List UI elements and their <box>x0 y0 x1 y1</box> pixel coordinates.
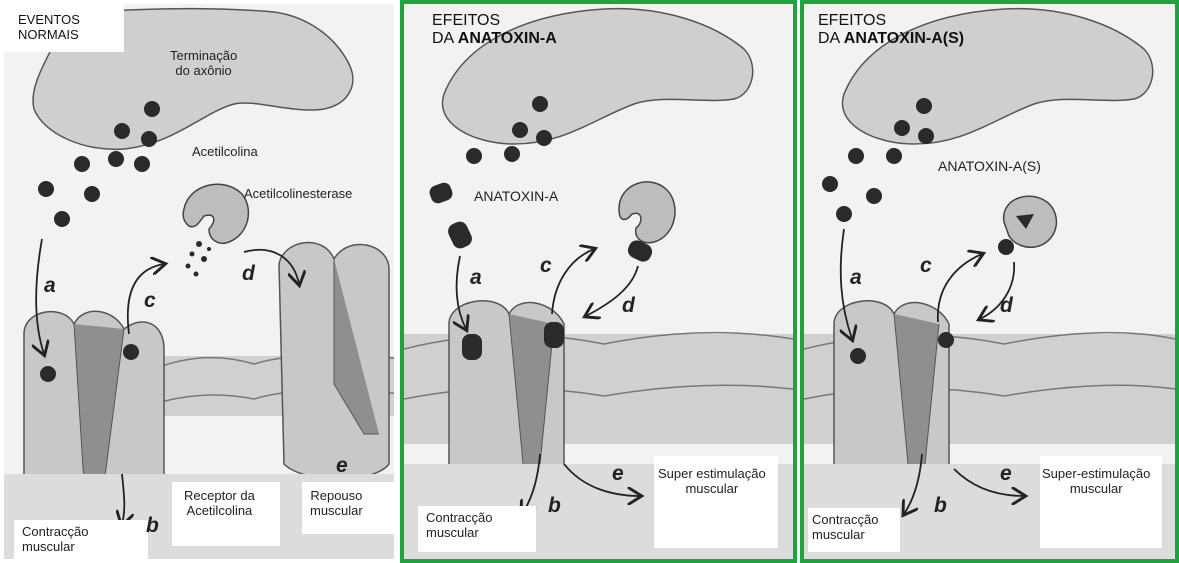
title-prefix: DA <box>818 30 844 47</box>
label-contraction: Contracção muscular <box>812 512 878 542</box>
bound-acetylcholine <box>938 332 954 348</box>
panel-title: EVENTOS NORMAIS <box>18 12 80 42</box>
acetylcholinesterase-enzyme <box>619 182 675 243</box>
label-axon-terminal: Terminação do axônio <box>170 48 237 78</box>
label-contraction: Contracção muscular <box>22 524 88 554</box>
step-letter-b: b <box>934 494 947 518</box>
bound-acetylcholine <box>123 344 139 360</box>
title-toxin-name: ANATOXIN-A(S) <box>844 30 964 47</box>
step-letter-a: a <box>470 266 482 290</box>
label-muscle-rest: Repouso muscular <box>310 488 363 518</box>
acetylcholine-fragments <box>186 241 212 277</box>
step-letter-e: e <box>1000 462 1012 486</box>
title-toxin-name: ANATOXIN-A <box>458 30 557 47</box>
step-letter-b: b <box>146 514 159 538</box>
label-super-stimulation: Super estimulação muscular <box>658 466 766 496</box>
panel-title: EFEITOS DA ANATOXIN-A(S) <box>818 12 964 48</box>
title-line-2: DA ANATOXIN-A(S) <box>818 30 964 48</box>
step-letter-c: c <box>144 289 156 313</box>
title-line-1: EFEITOS <box>432 12 557 30</box>
step-letter-d: d <box>1000 294 1013 318</box>
title-line-1: EFEITOS <box>818 12 964 30</box>
step-letter-d: d <box>622 294 635 318</box>
panel-anatoxin-a-s: EFEITOS DA ANATOXIN-A(S) ANATOXIN-A(S) S… <box>800 0 1179 563</box>
step-letter-b: b <box>548 494 561 518</box>
bound-acetylcholine <box>40 366 56 382</box>
step-letter-c: c <box>920 254 932 278</box>
acetylcholine-molecule <box>998 239 1014 255</box>
label-contraction: Contracção muscular <box>426 510 492 540</box>
step-letter-e: e <box>612 462 624 486</box>
label-anatoxin-a: ANATOXIN-A <box>474 189 558 204</box>
label-anatoxin-a-s: ANATOXIN-A(S) <box>938 159 1041 174</box>
step-letter-d: d <box>242 262 255 286</box>
panel-title: EFEITOS DA ANATOXIN-A <box>432 12 557 48</box>
label-acetylcholine: Acetilcolina <box>192 144 258 159</box>
label-acetylcholinesterase: Acetilcolinesterase <box>244 186 352 201</box>
panel-anatoxin-a: EFEITOS DA ANATOXIN-A ANATOXIN-A Super e… <box>400 0 797 563</box>
step-letter-c: c <box>540 254 552 278</box>
title-line-2: DA ANATOXIN-A <box>432 30 557 48</box>
acetylcholinesterase-enzyme <box>183 184 248 243</box>
label-super-stimulation: Super-estimulação muscular <box>1042 466 1150 496</box>
title-prefix: DA <box>432 30 458 47</box>
bound-acetylcholine <box>850 348 866 364</box>
arrow-c <box>552 249 594 314</box>
panel-normal-illustration <box>4 4 398 563</box>
step-letter-a: a <box>850 266 862 290</box>
acetylcholinesterase-enzyme <box>1004 196 1057 247</box>
panel-normal-events: EVENTOS NORMAIS Terminação do axônio Ace… <box>0 0 398 563</box>
arrow-c <box>938 254 982 322</box>
step-letter-a: a <box>44 274 56 298</box>
step-letter-e: e <box>336 454 348 478</box>
label-receptor: Receptor da Acetilcolina <box>184 488 255 518</box>
